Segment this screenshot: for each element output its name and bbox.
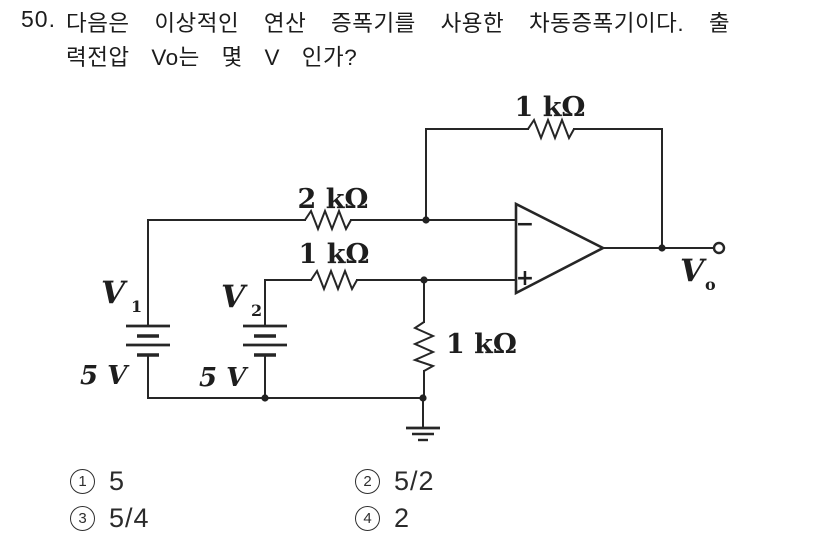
choice-3-marker: 3 — [70, 506, 95, 531]
ground-resistor-label: 1 kΩ — [446, 329, 517, 360]
battery-v2-icon — [243, 324, 287, 357]
wire-feedback-right — [573, 128, 663, 249]
circuit-wiring — [147, 128, 714, 428]
opamp-minus-sign: − — [516, 212, 534, 237]
source1-value: 5 V — [80, 361, 130, 391]
wire-feedback-left — [425, 128, 529, 221]
question-text-line1: 다음은 이상적인 연산 증폭기를 사용한 차동증폭기이다. 출 — [66, 11, 731, 36]
choice-2-text: 5/2 — [394, 466, 435, 496]
choice-1-marker: 1 — [70, 469, 95, 494]
source1-name: V — [101, 275, 128, 311]
feedback-resistor — [527, 117, 575, 141]
ground-resistor — [412, 321, 436, 372]
junction-nodes — [261, 216, 666, 402]
choice-4-text: 2 — [394, 503, 411, 533]
output-terminal-icon — [712, 241, 726, 255]
source2-subscript: 2 — [251, 301, 262, 320]
feedback-resistor-label: 1 kΩ — [515, 92, 586, 123]
ground-icon — [406, 426, 440, 442]
noninverting-input-resistor — [310, 268, 358, 292]
opamp-plus-sign: + — [516, 266, 534, 291]
choice-3: 3 5/4 — [70, 505, 150, 532]
question-text-line2: 력전압 Vo는 몇 V 인가? — [66, 45, 358, 70]
output-subscript: o — [705, 275, 716, 294]
inverting-resistor-label: 2 kΩ — [298, 184, 369, 215]
source2-name: V — [221, 279, 248, 315]
source2-value: 5 V — [199, 363, 249, 393]
noninverting-resistor-label: 1 kΩ — [299, 239, 370, 270]
inverting-input-resistor — [304, 208, 352, 232]
opamp-triangle — [514, 201, 606, 296]
choice-3-text: 5/4 — [109, 503, 150, 533]
wire-v2-to-1k — [264, 279, 312, 327]
choice-1: 1 5 — [70, 468, 125, 495]
choice-2-marker: 2 — [355, 469, 380, 494]
output-name: V — [680, 253, 707, 289]
choice-1-text: 5 — [109, 466, 126, 496]
battery-v1-icon — [126, 324, 170, 357]
opamp: − + — [514, 201, 606, 296]
choice-4-marker: 4 — [355, 506, 380, 531]
choice-4: 4 2 — [355, 505, 410, 532]
question-number: 50. — [21, 6, 56, 32]
choice-2: 2 5/2 — [355, 468, 435, 495]
wire-v1-to-2k — [147, 219, 306, 327]
source1-subscript: 1 — [131, 297, 142, 316]
